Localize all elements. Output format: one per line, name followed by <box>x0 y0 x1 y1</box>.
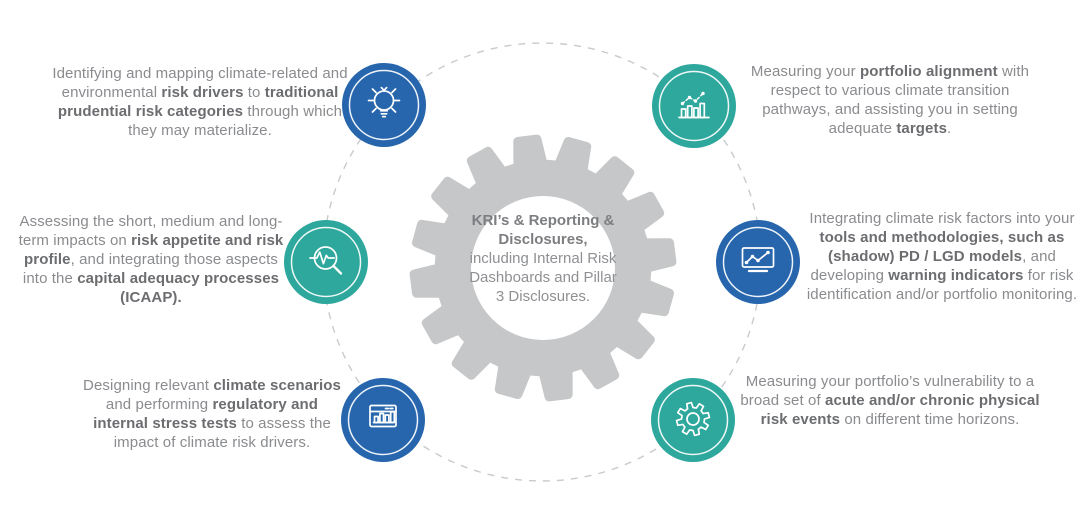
text-segment: for risk identification and/or portfolio… <box>806 267 1078 303</box>
center-gear-text: KRI’s & Reporting & Disclosures, includi… <box>468 211 618 306</box>
monitor-line-chart-icon <box>722 226 794 298</box>
text-segment: Designing relevant <box>83 377 214 394</box>
text-block-tools-and-methodologies: Integrating climate risk factors into yo… <box>798 209 1086 304</box>
text-segment: acute and/or chronic physical risk event… <box>760 392 1040 428</box>
badge-physical-risk-vulnerability <box>651 378 735 462</box>
text-segment: Measuring your portfolio’s vulnerability… <box>740 373 1035 409</box>
badge-risk-appetite-assessment <box>284 220 368 304</box>
cog-icon <box>657 384 729 456</box>
text-segment: with respect to various climate transiti… <box>762 63 1030 137</box>
badge-risk-driver-identification <box>342 63 426 147</box>
text-segment: regulatory and internal stress tests <box>93 396 319 432</box>
text-segment: capital adequacy processes (ICAAP). <box>77 270 280 306</box>
text-segment: climate scenarios <box>213 377 341 394</box>
text-segment: risk drivers <box>161 84 244 101</box>
text-segment: to <box>243 84 265 101</box>
text-block-risk-appetite-assessment: Assessing the short, medium and long-ter… <box>10 212 292 307</box>
text-block-portfolio-alignment: Measuring your portfolio alignment with … <box>740 62 1040 138</box>
text-segment: traditional prudential risk categories <box>57 84 339 120</box>
text-segment: Measuring your <box>750 63 860 80</box>
text-segment: portfolio alignment <box>859 63 998 80</box>
text-segment: on different time horizons. <box>840 411 1020 428</box>
text-segment: , and integrating those aspects into the <box>22 251 278 287</box>
text-block-risk-driver-identification: Identifying and mapping climate-related … <box>52 64 348 140</box>
lightbulb-icon <box>348 69 420 141</box>
badge-portfolio-alignment <box>652 64 736 148</box>
text-segment: including Internal Risk Dashboards and P… <box>469 250 617 305</box>
text-segment: , and developing <box>810 248 1056 284</box>
text-segment: Integrating climate risk factors into yo… <box>809 210 1075 227</box>
text-segment: warning indicators <box>888 267 1024 284</box>
text-block-stress-testing: Designing relevant climate scenarios and… <box>78 376 346 452</box>
text-segment: KRI’s & Reporting & Disclosures, <box>471 212 615 248</box>
text-segment: and performing <box>105 396 213 413</box>
badge-stress-testing <box>341 378 425 462</box>
text-segment: targets <box>896 120 948 137</box>
text-segment: . <box>947 120 952 137</box>
text-segment: risk appetite and risk profile <box>24 232 284 268</box>
text-segment: through which they may materialize. <box>128 103 343 139</box>
pulse-magnifier-icon <box>290 226 362 298</box>
bar-chart-trend-icon <box>658 70 730 142</box>
gear-center-disc <box>471 196 615 340</box>
badge-tools-and-methodologies <box>716 220 800 304</box>
text-block-physical-risk-vulnerability: Measuring your portfolio’s vulnerability… <box>740 372 1040 429</box>
text-segment: to assess the impact of climate risk dri… <box>113 415 331 451</box>
window-bar-chart-icon <box>347 384 419 456</box>
text-segment: tools and methodologies, such as (shadow… <box>819 229 1065 265</box>
text-segment: Identifying and mapping climate-related … <box>52 65 348 101</box>
text-segment: Assessing the short, medium and long-ter… <box>18 213 283 249</box>
